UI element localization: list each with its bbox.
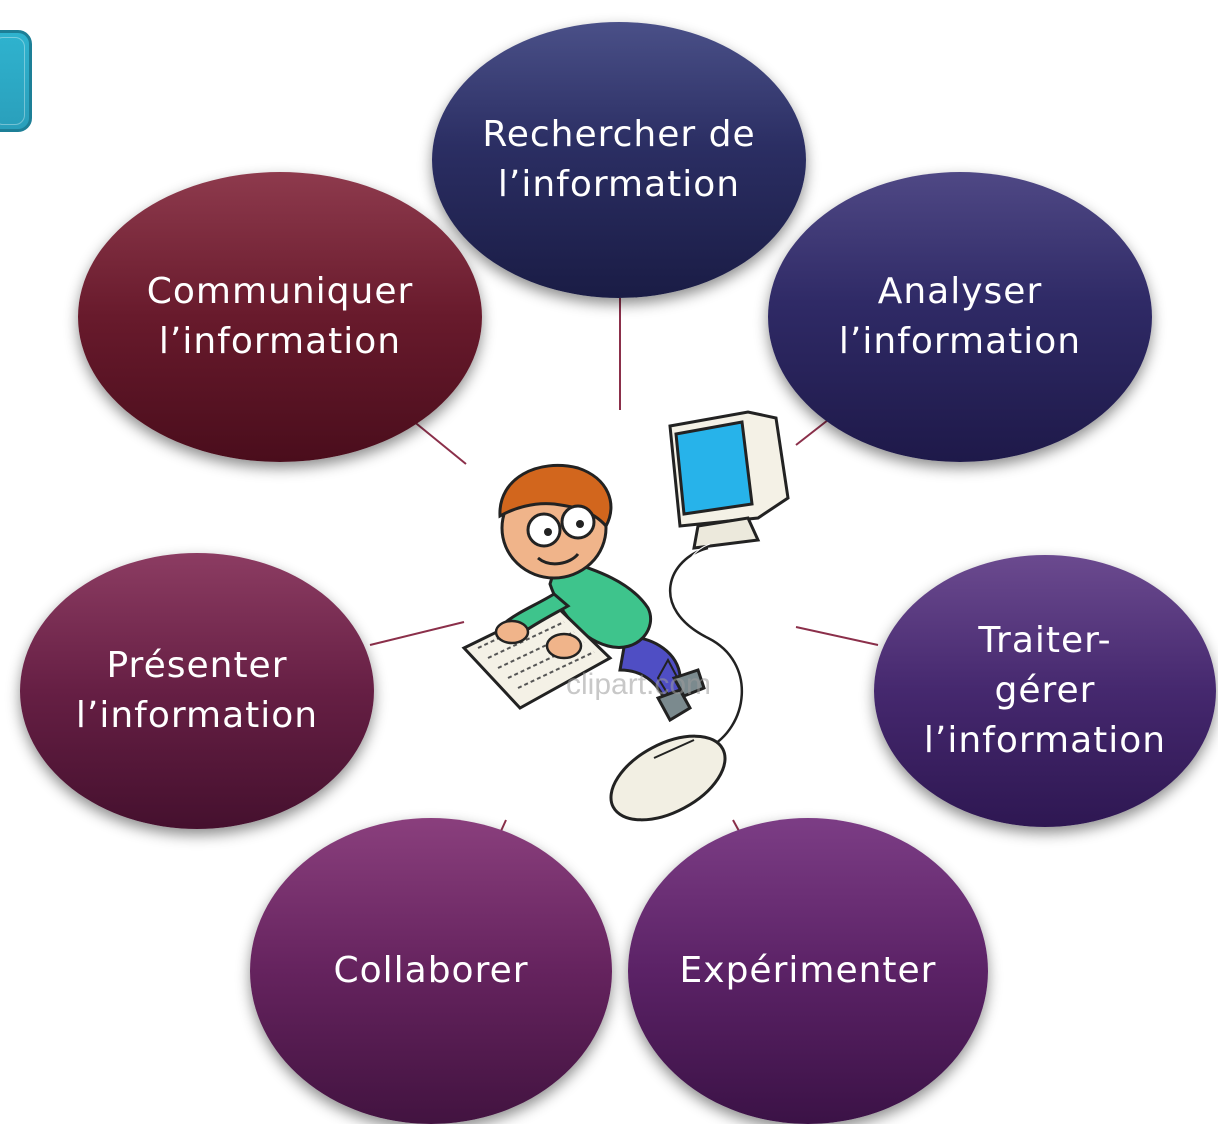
node-label: Analyser l’information [838,271,1082,362]
node-analyser: Analyser l’information [768,172,1152,462]
node-label: Expérimenter [679,950,937,991]
node-label: Collaborer [333,950,529,991]
node-experimenter: Expérimenter [628,818,988,1124]
connector-traiter [795,626,879,646]
connector-communiquer [411,419,467,465]
node-collaborer: Collaborer [250,818,612,1124]
node-traiter: Traiter- gérer l’information [874,555,1216,827]
monitor-icon [668,410,790,550]
node-label: Présenter l’information [75,645,319,736]
corner-tab-decoration [0,30,32,132]
node-rechercher: Rechercher de l’information [432,22,806,298]
mouse-icon [609,734,727,822]
node-communiquer: Communiquer l’information [78,172,482,462]
node-label: Rechercher de l’information [482,114,756,205]
connector-analyser [795,419,829,446]
connector-presenter [369,621,465,646]
watermark-text: clipart.com [566,668,711,701]
node-label: Communiquer l’information [146,271,414,362]
boy-at-computer-clipart: clipart.com [461,410,790,822]
boy-head-icon [498,463,613,580]
node-presenter: Présenter l’information [20,553,374,829]
node-label: Traiter- gérer l’information [923,620,1167,761]
